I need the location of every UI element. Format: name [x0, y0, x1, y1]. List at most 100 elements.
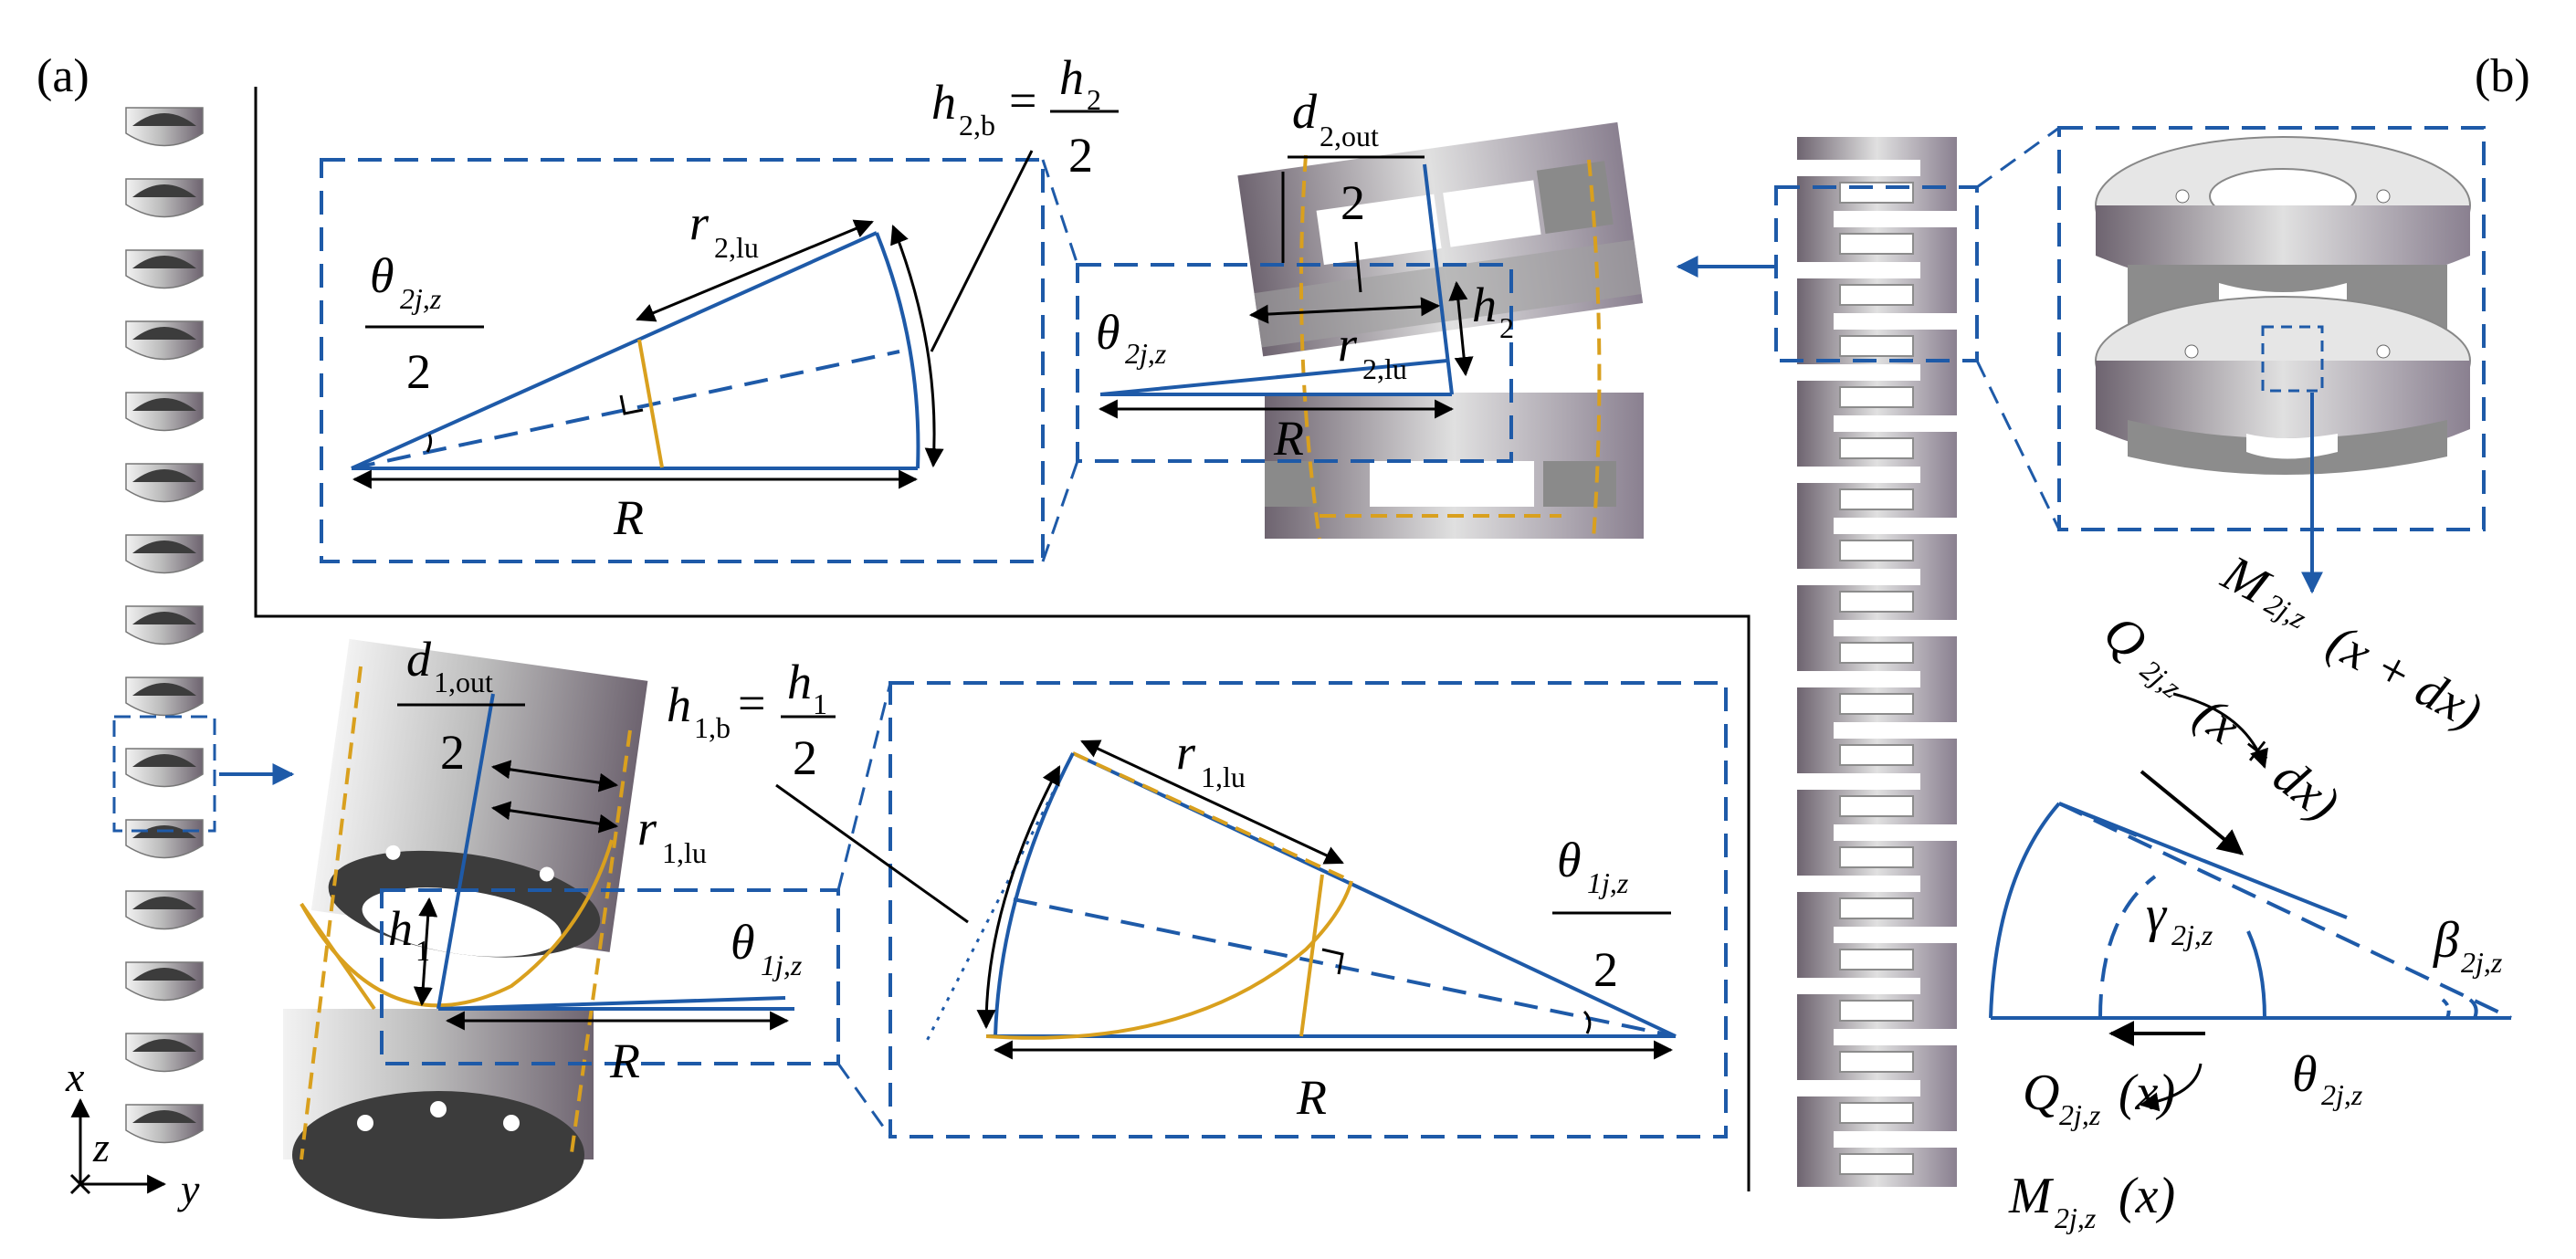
label-h2b-eq: =	[1009, 73, 1036, 128]
label-h1b-eq: =	[738, 676, 765, 730]
label-Q-bottom-sub: 2j,z	[2059, 1098, 2101, 1131]
label-R-detail-top: R	[613, 490, 644, 545]
beam-window	[1839, 386, 1914, 408]
label-Q-bottom: Q	[2023, 1065, 2059, 1121]
label-r2lu-section: r	[1338, 317, 1358, 372]
label-M-top-arg: (x + dx)	[2318, 614, 2491, 741]
beam-slot	[1834, 211, 1957, 227]
panel-label-b: (b)	[2475, 50, 2530, 102]
beam-window	[1839, 1102, 1914, 1124]
panel-divider	[254, 87, 1751, 1191]
beam-slot	[1834, 722, 1957, 739]
label-Q-top: Q	[2093, 603, 2157, 671]
label-theta-half-bottom-den: 2	[1593, 942, 1618, 997]
label-beta: β	[2433, 912, 2459, 969]
backbone-link	[125, 890, 204, 930]
flexure-beam-b	[1676, 126, 2061, 1187]
detail-box-bottom: h 1,b = h 1 2 r 1,lu θ 1j,z 2 R	[667, 655, 1728, 1138]
label-r2lu-detail-sub: 2,lu	[714, 231, 759, 264]
beam-slot	[1834, 620, 1957, 636]
label-theta-half-top-den: 2	[406, 344, 431, 399]
label-h1-section: h	[388, 901, 413, 956]
label-d1out-den: 2	[440, 725, 465, 780]
axis-triad	[69, 1097, 167, 1195]
beam-slot	[1797, 671, 1920, 687]
beam-slot	[1834, 1029, 1957, 1045]
backbone-link	[125, 249, 204, 289]
beam-window	[1839, 488, 1914, 510]
beam-window	[1839, 1153, 1914, 1175]
beam-slot	[1797, 262, 1920, 278]
beam-slot	[1797, 773, 1920, 790]
label-h1b: h	[667, 677, 691, 732]
label-M-top-sub: 2j,z	[2260, 586, 2312, 635]
panel-label-a: (a)	[37, 50, 89, 102]
label-theta-half-bottom: θ	[1557, 833, 1582, 887]
beam-window	[1839, 1051, 1914, 1073]
label-d2out: d	[1292, 84, 1318, 139]
beam-free-body: M 2j,z (x + dx) Q 2j,z (x + dx) γ 2j,z β…	[1989, 544, 2512, 1234]
beam-slot	[1834, 824, 1957, 841]
beam-window	[1839, 897, 1914, 919]
beam-window	[1839, 744, 1914, 766]
label-theta-half-top-sub: 2j,z	[400, 282, 442, 315]
label-theta-beam-sub: 2j,z	[2321, 1078, 2363, 1111]
backbone-link	[125, 961, 204, 1002]
backbone-link	[125, 392, 204, 432]
label-R-detail-bottom: R	[1296, 1070, 1327, 1125]
label-r1lu-detail: r	[1176, 725, 1196, 780]
beam-slot	[1797, 876, 1920, 892]
section-view-bottom: d 1,out 2 r 1,lu h 1 θ 1j,z R	[283, 632, 840, 1219]
backbone-link	[125, 107, 204, 147]
beam-window	[1839, 284, 1914, 306]
label-M-bottom: M	[2008, 1168, 2055, 1224]
label-Q-top-arg: (x + dx)	[2184, 686, 2350, 832]
beam-window	[1839, 335, 1914, 357]
beam-window	[1839, 795, 1914, 817]
beam-slot	[1834, 518, 1957, 534]
beam-window	[1839, 1000, 1914, 1022]
backbone-link	[125, 1033, 204, 1073]
detail-box-top: θ 2j,z 2 r 2,lu R h 2,b = h 2 2	[320, 50, 1119, 563]
label-h2-section-sub: 2	[1499, 311, 1514, 344]
label-h2-section: h	[1472, 278, 1497, 332]
axis-label-y: y	[177, 1166, 200, 1212]
backbone-link	[125, 463, 204, 503]
joint-3d-detail	[2057, 126, 2486, 594]
beam-window	[1839, 949, 1914, 970]
label-beta-sub: 2j,z	[2461, 946, 2503, 979]
beam-slot	[1797, 364, 1920, 381]
backbone-link	[125, 1104, 204, 1144]
beam-window	[1839, 642, 1914, 664]
backbone-link	[125, 178, 204, 218]
label-r2lu-section-sub: 2,lu	[1362, 352, 1407, 385]
label-r1lu-section: r	[637, 801, 657, 855]
backbone-link	[125, 819, 204, 859]
label-R-section-top: R	[1273, 411, 1304, 466]
beam-window	[1839, 591, 1914, 613]
label-h1b-sub: 1,b	[694, 711, 731, 744]
label-h2b-num-sub: 2	[1087, 83, 1101, 116]
label-r1lu-section-sub: 1,lu	[662, 836, 707, 869]
beam-slot	[1797, 1080, 1920, 1096]
label-theta-beam: θ	[2292, 1046, 2318, 1103]
label-theta-2jz-section-sub: 2j,z	[1125, 337, 1167, 370]
beam-window	[1839, 437, 1914, 459]
label-Q-bottom-arg: (x)	[2119, 1065, 2175, 1121]
label-h1b-num-sub: 1	[813, 687, 827, 720]
label-M-bottom-sub: 2j,z	[2055, 1201, 2097, 1234]
beam-window	[1839, 846, 1914, 868]
backbone-column-a	[112, 107, 295, 1144]
label-d1out: d	[406, 632, 432, 687]
beam-slot	[1797, 467, 1920, 483]
axis-label-x: x	[65, 1054, 85, 1100]
label-theta-half-bottom-sub: 1j,z	[1587, 866, 1629, 899]
label-h2b-sub: 2,b	[959, 109, 995, 142]
beam-slot	[1834, 927, 1957, 943]
label-h2b-num: h	[1059, 50, 1084, 105]
label-h1b-num: h	[787, 655, 812, 709]
label-gamma-sub: 2j,z	[2171, 918, 2213, 951]
label-theta-1jz-section: θ	[731, 915, 755, 970]
label-h1b-den: 2	[793, 730, 817, 785]
beam-window	[1839, 540, 1914, 561]
